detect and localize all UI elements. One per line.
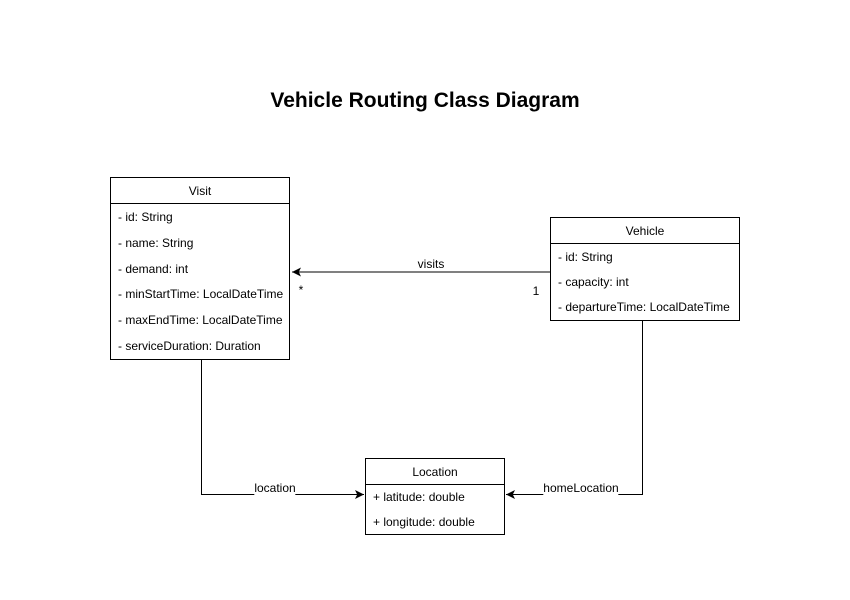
class-attribute: - name: String	[118, 235, 194, 250]
class-attribute: + latitude: double	[373, 490, 465, 505]
edge-label-visits: visits	[417, 257, 445, 271]
edge-label-homelocation: homeLocation	[543, 481, 619, 495]
class-attribute: - departureTime: LocalDateTime	[558, 300, 730, 315]
edge-homelocation-vehicle-to-location	[506, 321, 643, 499]
class-box-vehicle: Vehicle - id: String - capacity: int - d…	[550, 217, 740, 321]
class-name-visit: Visit	[111, 178, 289, 204]
diagram-title: Vehicle Routing Class Diagram	[270, 89, 580, 112]
edge-label-location: location	[254, 481, 296, 495]
class-attribute: - serviceDuration: Duration	[118, 339, 261, 354]
class-attribute: - id: String	[118, 209, 173, 224]
class-attribute: - capacity: int	[558, 274, 629, 289]
class-attributes-location: + latitude: double + longitude: double	[366, 485, 504, 534]
edge-location-visit-to-location	[201, 360, 364, 499]
multiplicity-visits-target: *	[298, 283, 304, 297]
class-name-vehicle: Vehicle	[551, 218, 739, 244]
class-attributes-vehicle: - id: String - capacity: int - departure…	[551, 244, 739, 320]
class-attribute: - id: String	[558, 249, 613, 264]
multiplicity-visits-source: 1	[532, 284, 540, 298]
class-box-visit: Visit - id: String - name: String - dema…	[110, 177, 290, 360]
class-attributes-visit: - id: String - name: String - demand: in…	[111, 204, 289, 359]
class-name-location: Location	[366, 459, 504, 485]
class-attribute: + longitude: double	[373, 514, 475, 529]
class-attribute: - maxEndTime: LocalDateTime	[118, 313, 283, 328]
class-attribute: - minStartTime: LocalDateTime	[118, 287, 284, 302]
class-box-location: Location + latitude: double + longitude:…	[365, 458, 505, 535]
class-attribute: - demand: int	[118, 261, 189, 276]
